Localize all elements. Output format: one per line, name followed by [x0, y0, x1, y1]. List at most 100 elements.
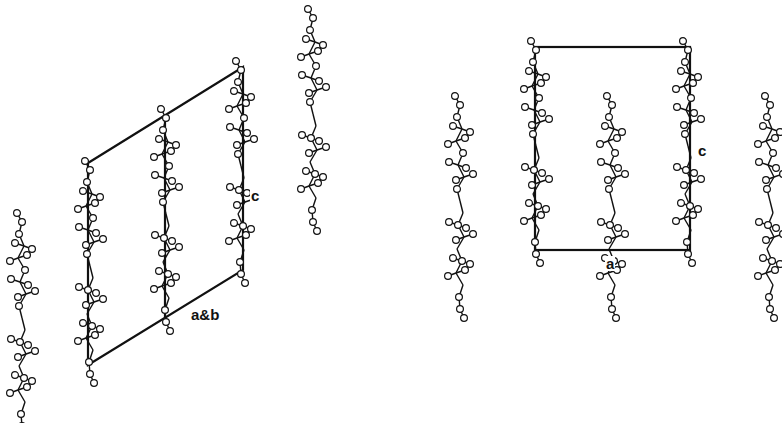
atom	[227, 124, 234, 131]
atom	[521, 86, 528, 93]
atom	[681, 122, 688, 129]
molecule-chain	[75, 158, 107, 387]
atom	[307, 99, 314, 106]
molecules	[7, 6, 782, 423]
atom	[535, 203, 542, 210]
bond	[22, 318, 25, 330]
atom	[681, 182, 688, 189]
atom	[463, 225, 470, 232]
atom	[83, 242, 90, 249]
atom	[531, 167, 538, 174]
atom	[688, 95, 695, 102]
atom	[609, 306, 616, 313]
atom	[463, 165, 470, 172]
atom	[238, 271, 245, 278]
atom	[243, 232, 250, 239]
atom	[619, 129, 626, 136]
atom	[597, 141, 604, 148]
atom	[772, 267, 779, 274]
atom	[543, 74, 550, 81]
atom	[462, 135, 469, 142]
atom	[690, 80, 697, 87]
atom	[691, 110, 698, 117]
molecule-chain	[597, 93, 629, 322]
molecule-chain	[298, 6, 330, 235]
atom	[312, 171, 319, 178]
atom	[763, 237, 770, 244]
axis-label: c	[697, 143, 707, 158]
atom	[298, 54, 305, 61]
atom	[76, 284, 83, 291]
atom	[533, 251, 540, 258]
atom	[539, 170, 546, 177]
atom	[84, 179, 91, 186]
bond	[166, 214, 169, 226]
bond	[309, 186, 316, 198]
atom	[231, 88, 238, 95]
atom	[454, 114, 461, 121]
atom	[521, 218, 528, 225]
atom	[454, 186, 461, 193]
atom	[770, 150, 777, 157]
atom	[76, 224, 83, 231]
atom	[24, 252, 31, 259]
atom	[615, 225, 622, 232]
atom	[756, 219, 763, 226]
atom	[461, 315, 468, 322]
atom	[606, 114, 613, 121]
atom	[470, 231, 477, 238]
atom	[176, 184, 183, 191]
atom	[536, 95, 543, 102]
atom	[760, 255, 767, 262]
atom	[93, 230, 100, 237]
atom	[12, 372, 19, 379]
atom	[87, 167, 94, 174]
atom	[526, 200, 533, 207]
bond	[612, 201, 615, 213]
atom	[538, 80, 545, 87]
atom	[303, 36, 310, 43]
atom	[467, 129, 474, 136]
atom	[237, 259, 244, 266]
atom	[305, 6, 312, 13]
bond	[770, 201, 773, 213]
atom	[18, 411, 25, 418]
atom	[695, 206, 702, 213]
atom	[456, 294, 463, 301]
bond	[86, 338, 93, 350]
atom	[169, 238, 176, 245]
atom	[529, 182, 536, 189]
atom	[242, 280, 249, 287]
atom	[173, 274, 180, 281]
atom	[8, 276, 15, 283]
atom	[251, 136, 258, 143]
atom	[85, 287, 92, 294]
atom	[767, 102, 774, 109]
atom	[168, 280, 175, 287]
atom	[160, 199, 167, 206]
axis-label: a&b	[190, 307, 220, 322]
bond	[90, 266, 93, 278]
atom	[14, 210, 21, 217]
atom	[97, 194, 104, 201]
atom	[698, 116, 705, 123]
atom	[773, 225, 780, 232]
atom	[235, 151, 242, 158]
bond	[241, 166, 244, 178]
bond	[313, 114, 316, 126]
bond	[456, 273, 463, 285]
atom	[537, 260, 544, 267]
atom	[777, 261, 782, 268]
bond	[460, 201, 463, 213]
atom	[687, 203, 694, 210]
atom	[539, 110, 546, 117]
atom	[310, 15, 317, 22]
atom	[462, 267, 469, 274]
atom	[24, 384, 31, 391]
atom	[15, 294, 22, 301]
atom	[320, 42, 327, 49]
atom	[526, 68, 533, 75]
atom	[162, 307, 169, 314]
atom	[767, 306, 774, 313]
